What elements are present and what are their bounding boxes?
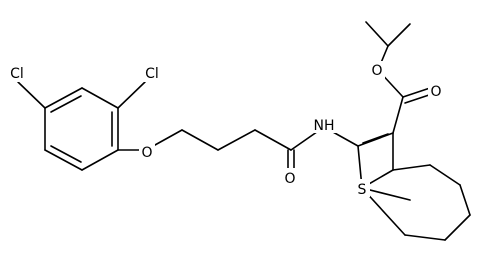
atom-label-o-ether: O (141, 145, 152, 161)
bond (357, 132, 394, 147)
bond (50, 145, 82, 163)
bond (81, 87, 119, 109)
bond (444, 214, 471, 241)
bond (392, 164, 431, 171)
bond (392, 96, 404, 134)
atom-label-cl-para: Cl (10, 66, 24, 82)
bond (44, 149, 83, 171)
bond (217, 129, 256, 151)
bond (17, 81, 46, 109)
atom-label-nh: NH (314, 118, 335, 134)
bond (429, 164, 461, 186)
bond (404, 234, 446, 241)
bond (387, 23, 411, 47)
bonds (17, 21, 471, 241)
bond (459, 184, 471, 216)
bond (181, 129, 219, 151)
atom-labels: Cl Cl O O NH S O O (5, 61, 444, 198)
bond (404, 93, 433, 104)
bond (402, 87, 431, 98)
atom-label-s: S (358, 182, 367, 198)
atom-label-o-carbonyl: O (430, 84, 441, 100)
bond (362, 133, 389, 144)
bond (117, 81, 146, 109)
atom-label-o-ester: O (371, 63, 382, 79)
bond (365, 21, 389, 47)
atom-label-cl-ortho: Cl (145, 66, 159, 82)
bond (50, 95, 82, 113)
bond (81, 149, 119, 171)
bond (254, 129, 292, 151)
atom-label-o-amide: O (284, 171, 295, 187)
bond (44, 87, 83, 109)
